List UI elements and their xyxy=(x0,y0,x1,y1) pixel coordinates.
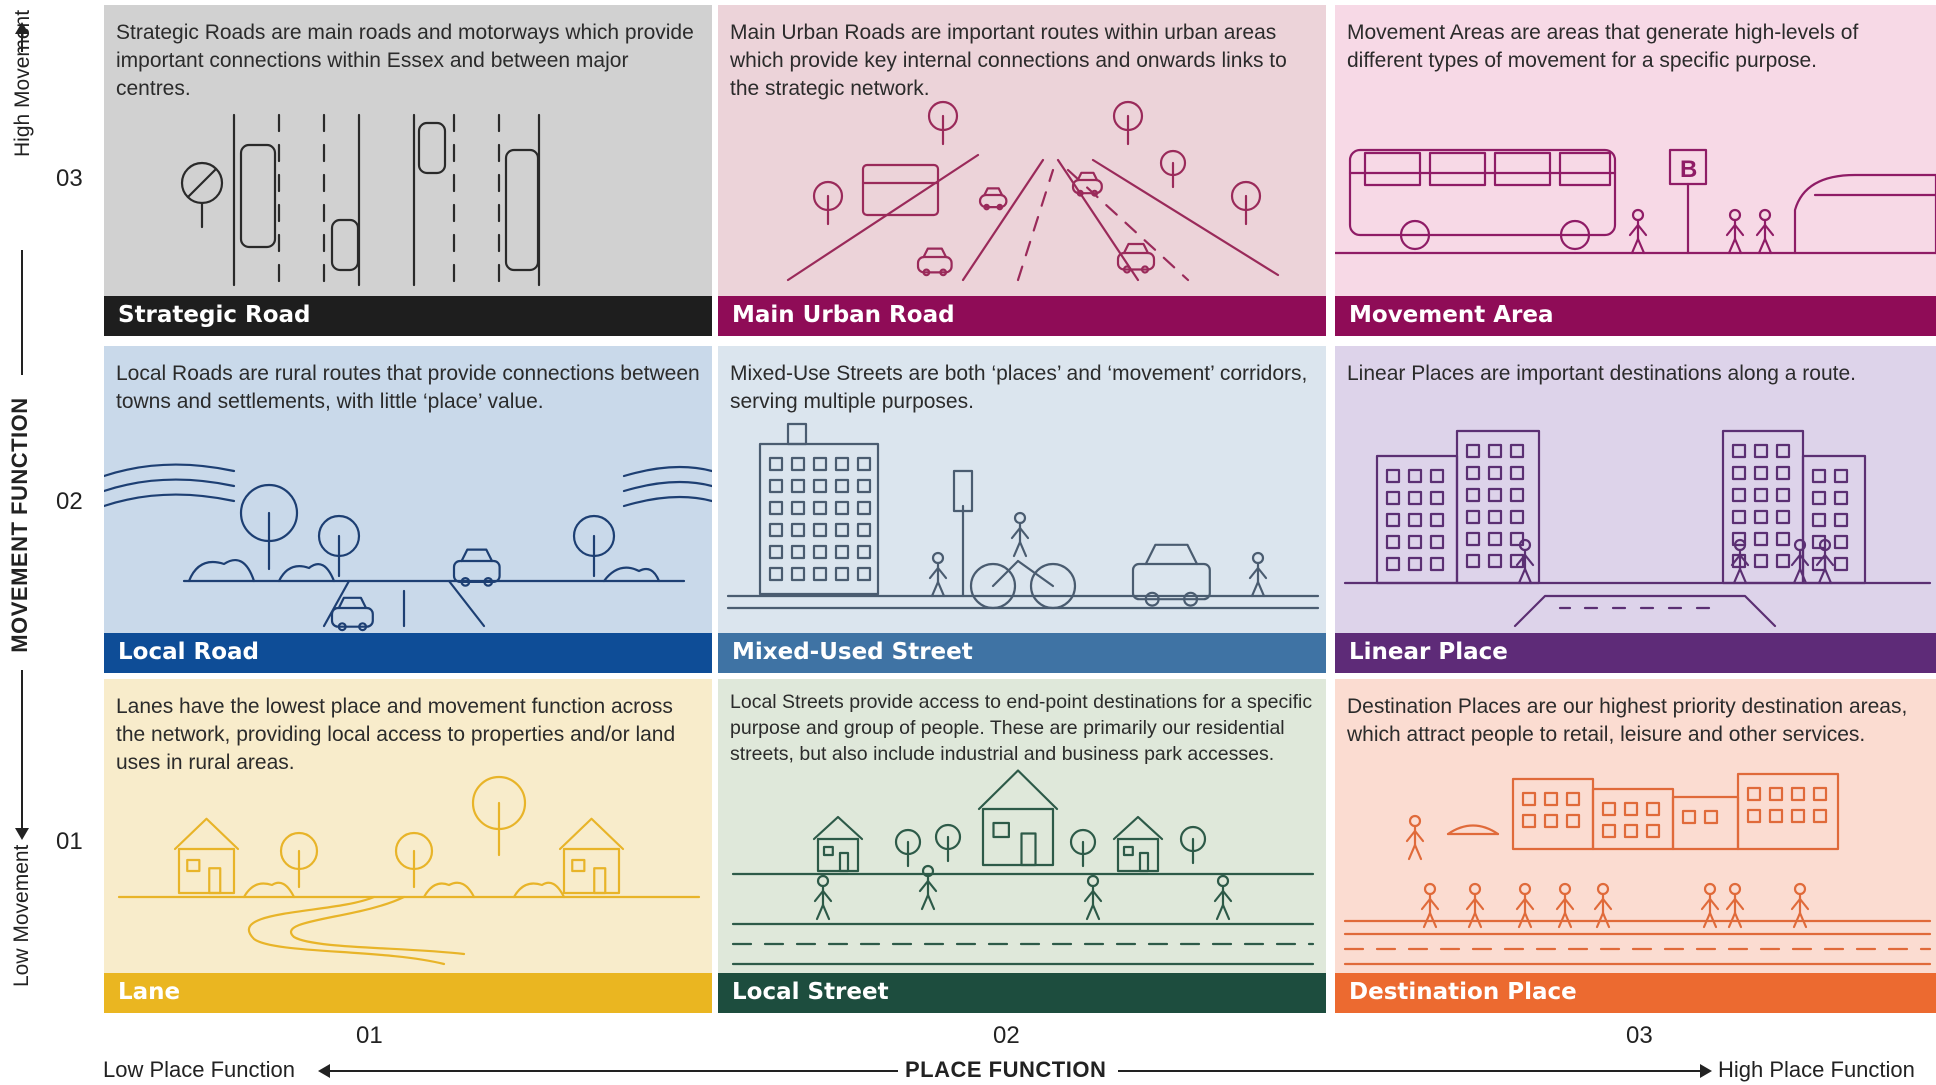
x-tick-01: 01 xyxy=(356,1022,383,1049)
cell-description: Lanes have the lowest place and movement… xyxy=(116,695,676,774)
cell-strategic-road: Strategic Roads are main roads and motor… xyxy=(104,5,712,336)
cell-title-bar: Movement Area xyxy=(1335,296,1936,336)
cell-destination-place: Destination Places are our highest prior… xyxy=(1335,679,1936,1013)
cell-title: Main Urban Road xyxy=(732,302,955,328)
cell-description: Main Urban Roads are important routes wi… xyxy=(730,21,1287,100)
cell-local-road: Local Roads are rural routes that provid… xyxy=(104,346,712,673)
illustration xyxy=(117,775,701,966)
cell-description: Linear Places are important destinations… xyxy=(1347,362,1856,385)
low-place-label: Low Place Function xyxy=(103,1057,295,1082)
axis-line xyxy=(1118,1070,1703,1072)
illustration xyxy=(1343,429,1932,628)
axis-line xyxy=(21,32,23,52)
cell-title: Destination Place xyxy=(1349,979,1577,1005)
illustration xyxy=(726,422,1320,610)
cell-title-bar: Local Street xyxy=(718,973,1326,1013)
illustration xyxy=(104,463,712,632)
cell-title-bar: Lane xyxy=(104,973,712,1013)
arrow-left-icon xyxy=(318,1064,330,1078)
illustration xyxy=(731,769,1315,966)
cell-lane: Lanes have the lowest place and movement… xyxy=(104,679,712,1013)
movement-function-title: MOVEMENT FUNCTION xyxy=(7,397,32,653)
illustration: B xyxy=(1335,148,1936,255)
cell-title-bar: Local Road xyxy=(104,633,712,673)
cell-movement-area: B Movement Areas are areas that generate … xyxy=(1335,5,1936,336)
y-tick-03: 03 xyxy=(56,165,83,192)
low-movement-label: Low Movement xyxy=(10,844,33,987)
cell-title: Strategic Road xyxy=(118,302,311,328)
illustration xyxy=(1343,772,1932,966)
axis-line xyxy=(21,670,23,830)
cell-description: Local Roads are rural routes that provid… xyxy=(116,362,700,413)
arrow-right-icon xyxy=(1700,1064,1712,1078)
arrow-down-icon xyxy=(15,828,29,840)
cell-title-bar: Strategic Road xyxy=(104,296,712,336)
cell-title-bar: Linear Place xyxy=(1335,633,1936,673)
movement-function-axis: High Movement MOVEMENT FUNCTION Low Move… xyxy=(0,0,100,1020)
place-function-title: PLACE FUNCTION xyxy=(905,1057,1107,1082)
cell-title-bar: Destination Place xyxy=(1335,973,1936,1013)
high-place-label: High Place Function xyxy=(1718,1057,1915,1082)
cell-title: Lane xyxy=(118,979,181,1005)
illustration xyxy=(786,100,1280,282)
cell-mixed-used-street: Mixed-Use Streets are both ‘places’ and … xyxy=(718,346,1326,673)
cell-title: Linear Place xyxy=(1349,639,1508,665)
cell-title: Local Road xyxy=(118,639,259,665)
cell-local-street: Local Streets provide access to end-poin… xyxy=(718,679,1326,1013)
cell-linear-place: Linear Places are important destinations… xyxy=(1335,346,1936,673)
axis-line xyxy=(21,250,23,375)
cell-title: Movement Area xyxy=(1349,302,1554,328)
cell-title: Mixed-Used Street xyxy=(732,639,973,665)
place-function-axis: Low Place Function PLACE FUNCTION High P… xyxy=(0,1057,1936,1083)
cell-main-urban-road: Main Urban Roads are important routes wi… xyxy=(718,5,1326,336)
y-tick-02: 02 xyxy=(56,488,83,515)
cell-description: Strategic Roads are main roads and motor… xyxy=(116,21,694,100)
x-tick-03: 03 xyxy=(1626,1022,1653,1049)
cell-description: Mixed-Use Streets are both ‘places’ and … xyxy=(730,362,1308,413)
y-tick-01: 01 xyxy=(56,828,83,855)
high-movement-label: High Movement xyxy=(11,9,34,157)
arrow-up-icon xyxy=(15,22,29,34)
axis-line xyxy=(328,1070,898,1072)
illustration xyxy=(180,113,541,287)
svg-text:B: B xyxy=(1680,156,1697,183)
cell-description: Local Streets provide access to end-poin… xyxy=(730,691,1313,765)
cell-title: Local Street xyxy=(732,979,889,1005)
cell-title-bar: Mixed-Used Street xyxy=(718,633,1326,673)
cell-title-bar: Main Urban Road xyxy=(718,296,1326,336)
cell-description: Movement Areas are areas that generate h… xyxy=(1347,21,1859,72)
x-tick-02: 02 xyxy=(993,1022,1020,1049)
cell-description: Destination Places are our highest prior… xyxy=(1347,695,1908,746)
